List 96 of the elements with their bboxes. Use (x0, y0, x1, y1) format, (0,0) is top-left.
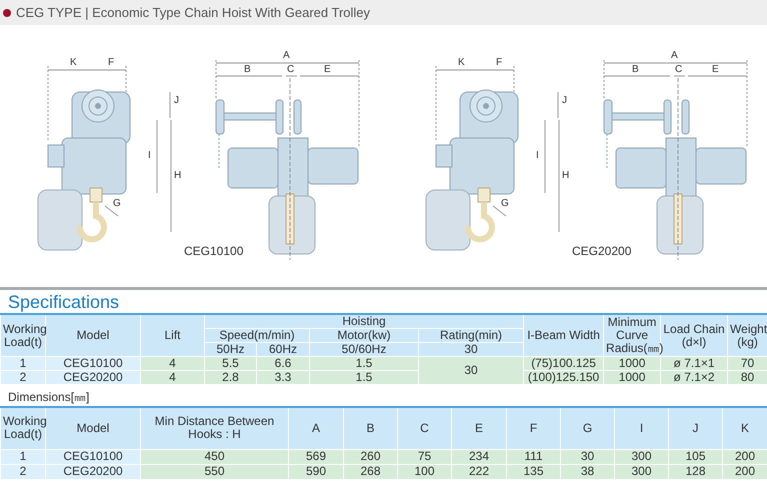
table-cell: 30 (560, 449, 614, 464)
column-header: A (288, 407, 344, 449)
dimension-label: J (562, 95, 567, 106)
table-cell: 2.8 (204, 370, 256, 384)
dimension-label: B (632, 64, 639, 75)
table-cell: ø 7.1×2 (660, 370, 728, 384)
table-cell: 2 (0, 370, 46, 384)
column-header: Motor(kw) (310, 328, 418, 342)
table-cell: (75)100.125 (524, 356, 604, 370)
dimension-label: H (174, 170, 182, 181)
table-cell: 1.5 (310, 356, 418, 370)
dimension-label: G (501, 198, 509, 209)
table-cell: 569 (288, 449, 344, 464)
column-header: G (560, 407, 614, 449)
table-cell: 1 (0, 449, 46, 464)
dimension-label: K (458, 57, 465, 68)
column-header: E (452, 407, 506, 449)
table-cell: 1000 (604, 356, 661, 370)
column-header: Weight (kg) (728, 314, 767, 356)
table-cell: CEG20200 (46, 370, 140, 384)
table-cell: 234 (452, 449, 506, 464)
column-header: Model (46, 314, 140, 356)
table-cell: 450 (140, 449, 288, 464)
dimension-label: F (108, 57, 114, 68)
table-cell: 200 (722, 464, 767, 479)
dimension-label: A (671, 50, 678, 61)
section-heading: Specifications (7, 291, 120, 313)
dimension-label: I (148, 150, 151, 161)
column-header: Model (46, 407, 140, 449)
dimension-label: F (496, 57, 502, 68)
table-cell: 3.3 (256, 370, 310, 384)
column-header: Speed(m/min) (204, 328, 310, 342)
dimension-label: E (712, 64, 719, 75)
table-cell: 4 (140, 356, 204, 370)
table-cell: 30 (418, 356, 524, 384)
table-cell: CEG10100 (46, 449, 140, 464)
column-header: I (614, 407, 668, 449)
table-cell: 80 (728, 370, 767, 384)
dimension-label: K (70, 57, 77, 68)
dimension-label: A (283, 50, 290, 61)
table-cell: 5.5 (204, 356, 256, 370)
table-cell: 4 (140, 370, 204, 384)
table-cell: (100)125.150 (524, 370, 604, 384)
table-cell: 590 (288, 464, 344, 479)
table-cell: 200 (722, 449, 767, 464)
table-cell: 128 (668, 464, 722, 479)
column-header: 60Hz (256, 342, 310, 356)
dimension-label: B (244, 64, 251, 75)
dimension-label: G (113, 198, 121, 209)
model-caption: CEG20200 (572, 244, 632, 258)
table-cell: ø 7.1×1 (660, 356, 728, 370)
table-cell: 70 (728, 356, 767, 370)
column-header: Working Load(t) (0, 314, 46, 356)
column-header: 30 (418, 342, 524, 356)
column-header: Working Load(t) (0, 407, 46, 449)
column-header: J (668, 407, 722, 449)
column-header: I-Beam Width (524, 314, 604, 356)
page-title: CEG TYPE | Economic Type Chain Hoist With Geared Trolley (16, 4, 370, 22)
table-cell: 6.6 (256, 356, 310, 370)
table-cell: 75 (398, 449, 452, 464)
dimension-label: C (287, 64, 294, 75)
table-cell: 105 (668, 449, 722, 464)
table-cell: 300 (614, 449, 668, 464)
column-header: Min Distance Between Hooks : H (140, 407, 288, 449)
table-cell: 268 (344, 464, 398, 479)
column-header: F (506, 407, 560, 449)
table-cell: 135 (506, 464, 560, 479)
table-cell: 111 (506, 449, 560, 464)
table-cell: 1000 (604, 370, 661, 384)
model-caption: CEG10100 (184, 244, 244, 258)
table-cell: 222 (452, 464, 506, 479)
column-header: Hoisting (204, 314, 524, 328)
column-header: K (722, 407, 767, 449)
column-header: 50/60Hz (310, 342, 418, 356)
dimension-label: C (675, 64, 682, 75)
table-cell: 100 (398, 464, 452, 479)
table-cell: 260 (344, 449, 398, 464)
column-header: Minimum Curve Radius(㎜) (604, 314, 661, 356)
dimension-label: H (562, 170, 570, 181)
column-header: Rating(min) (418, 328, 524, 342)
dimension-label: J (174, 95, 179, 106)
table-cell: CEG10100 (46, 356, 140, 370)
table-cell: 38 (560, 464, 614, 479)
dimension-label: E (324, 64, 331, 75)
table-cell: 550 (140, 464, 288, 479)
column-header: 50Hz (204, 342, 256, 356)
column-header: C (398, 407, 452, 449)
column-header: Lift (140, 314, 204, 356)
dimension-label: I (536, 150, 539, 161)
table-cell: 1.5 (310, 370, 418, 384)
column-header: B (344, 407, 398, 449)
section-heading: Dimensions[㎜] (7, 390, 90, 404)
table-cell: 300 (614, 464, 668, 479)
table-cell: CEG20200 (46, 464, 140, 479)
table-cell: 1 (0, 356, 46, 370)
table-cell: 2 (0, 464, 46, 479)
